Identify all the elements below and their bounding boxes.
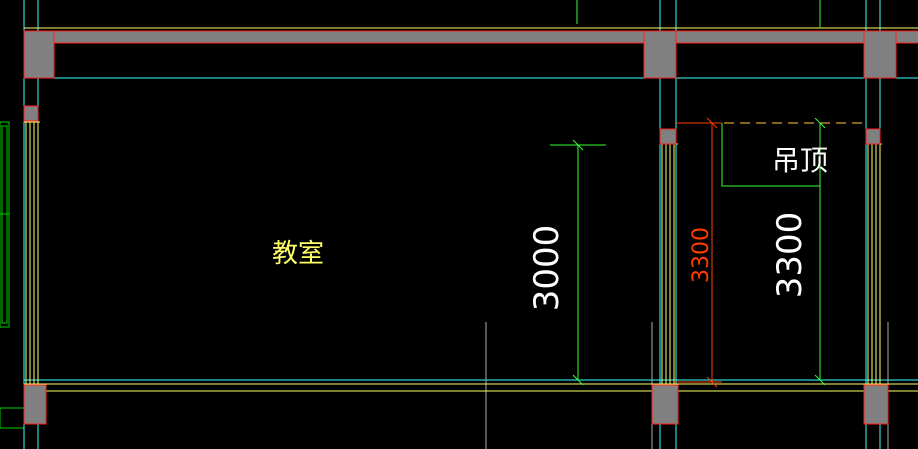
upper-ticks (576, 0, 821, 28)
column (863, 30, 897, 79)
dimension-3300-right (814, 117, 826, 386)
column (23, 30, 55, 79)
dimension-3300-red (676, 117, 722, 388)
column (23, 384, 47, 425)
column (23, 105, 39, 122)
left-window-lines (0, 121, 25, 429)
walls (24, 120, 882, 384)
columns (23, 30, 897, 425)
column (865, 128, 881, 145)
column (651, 384, 679, 425)
dimension-text-3300-red: 3300 (689, 227, 714, 283)
dimension-3000 (550, 139, 606, 386)
column (863, 384, 889, 425)
dimension-text-3300-right: 3300 (770, 212, 810, 299)
bottom-grid-lines (485, 322, 889, 449)
room-name-label: 教室 (272, 239, 324, 269)
column (643, 30, 677, 79)
bottom-beam (24, 383, 918, 392)
top-beam (24, 27, 918, 44)
ceiling-lines (676, 122, 864, 187)
dimension-text-3000: 3000 (527, 225, 567, 312)
ceiling-label: 吊顶 (772, 144, 828, 177)
column (659, 128, 677, 145)
